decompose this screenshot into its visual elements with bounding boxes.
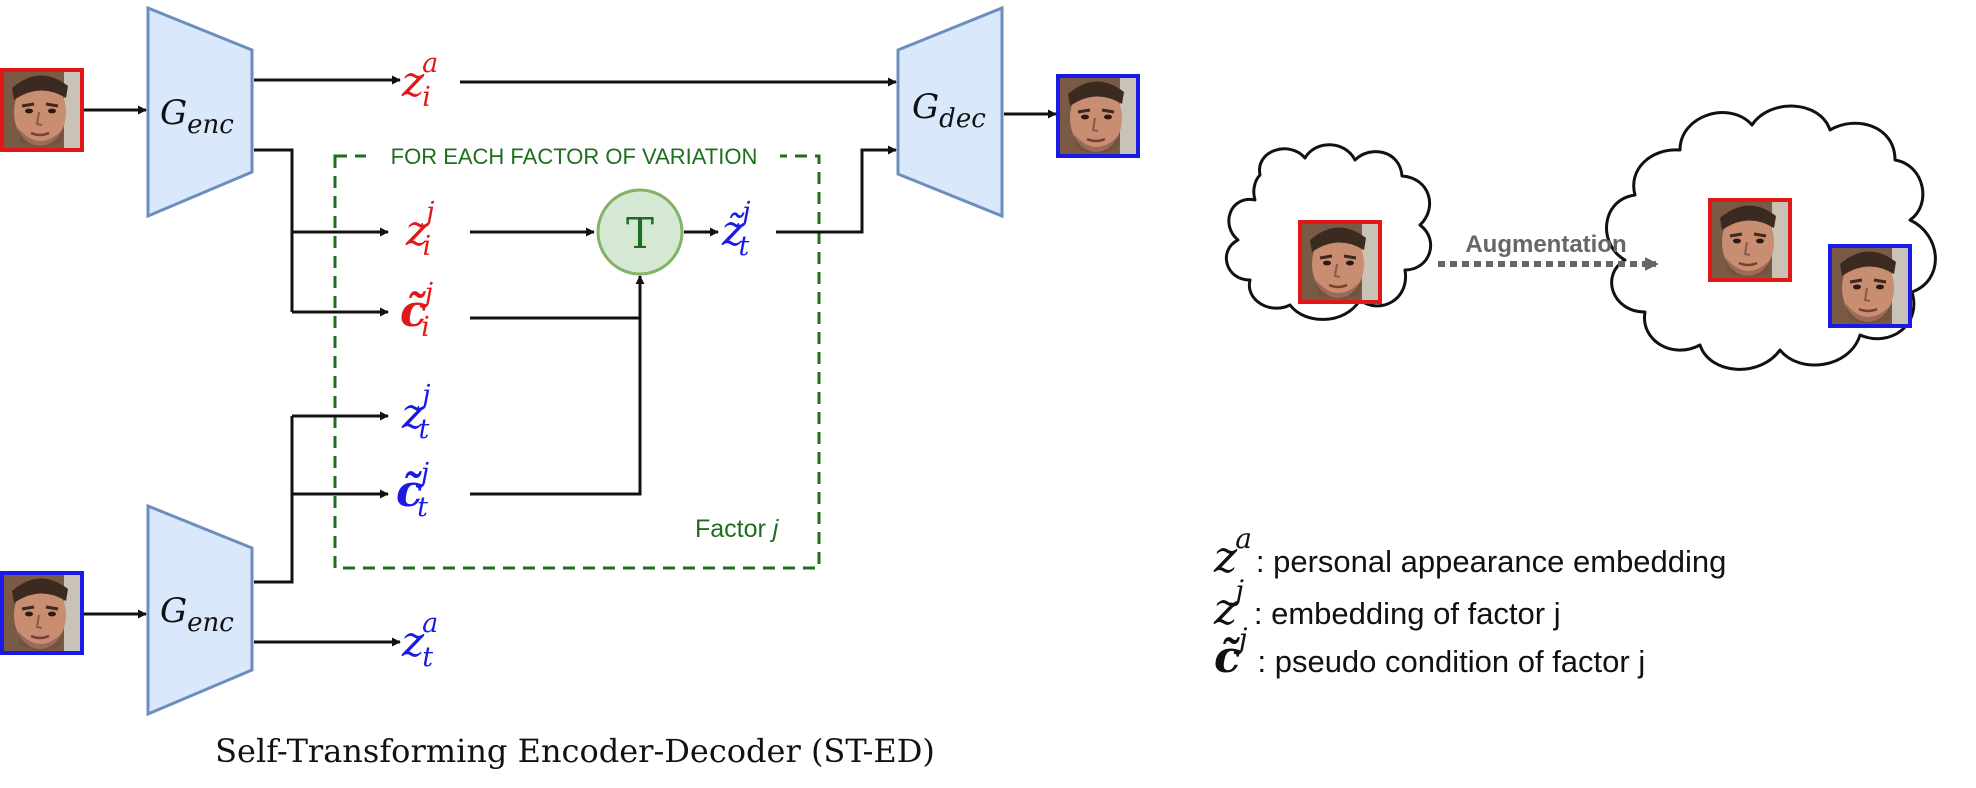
face-photo-source [0,68,84,152]
transform-label: T [626,209,654,258]
diagram-caption: Self-Transforming Encoder-Decoder (ST-ED… [215,732,935,770]
face-photo-cloud-right-red [1708,198,1792,282]
augmentation-label: Augmentation [1465,231,1626,258]
face-photo-target [0,571,84,655]
encoder-top-shape [146,5,254,219]
encoder-bottom-label: Genc [160,591,234,638]
legend-row-2: zj: embedding of factor j [1213,574,1561,635]
encoder-top-label: Genc [160,93,234,140]
legend: za: personal appearance embedding zj: em… [1213,522,1726,683]
face-photo-output [1056,74,1140,158]
face-photo-cloud-right-blue [1828,244,1912,328]
legend-row-1: za: personal appearance embedding [1213,522,1726,583]
encoder-bottom-shape [146,503,254,717]
factor-box-title: FOR EACH FACTOR OF VARIATION [391,144,758,169]
factor-box-footer: Factor j [695,515,780,543]
decoder-shape [896,5,1004,219]
transform-node [596,188,684,276]
legend-row-3: c̃j: pseudo condition of factor j [1214,622,1645,683]
face-photo-cloud-left [1298,220,1382,304]
decoder-label: Gdec [912,87,986,134]
connectors [84,75,1057,647]
